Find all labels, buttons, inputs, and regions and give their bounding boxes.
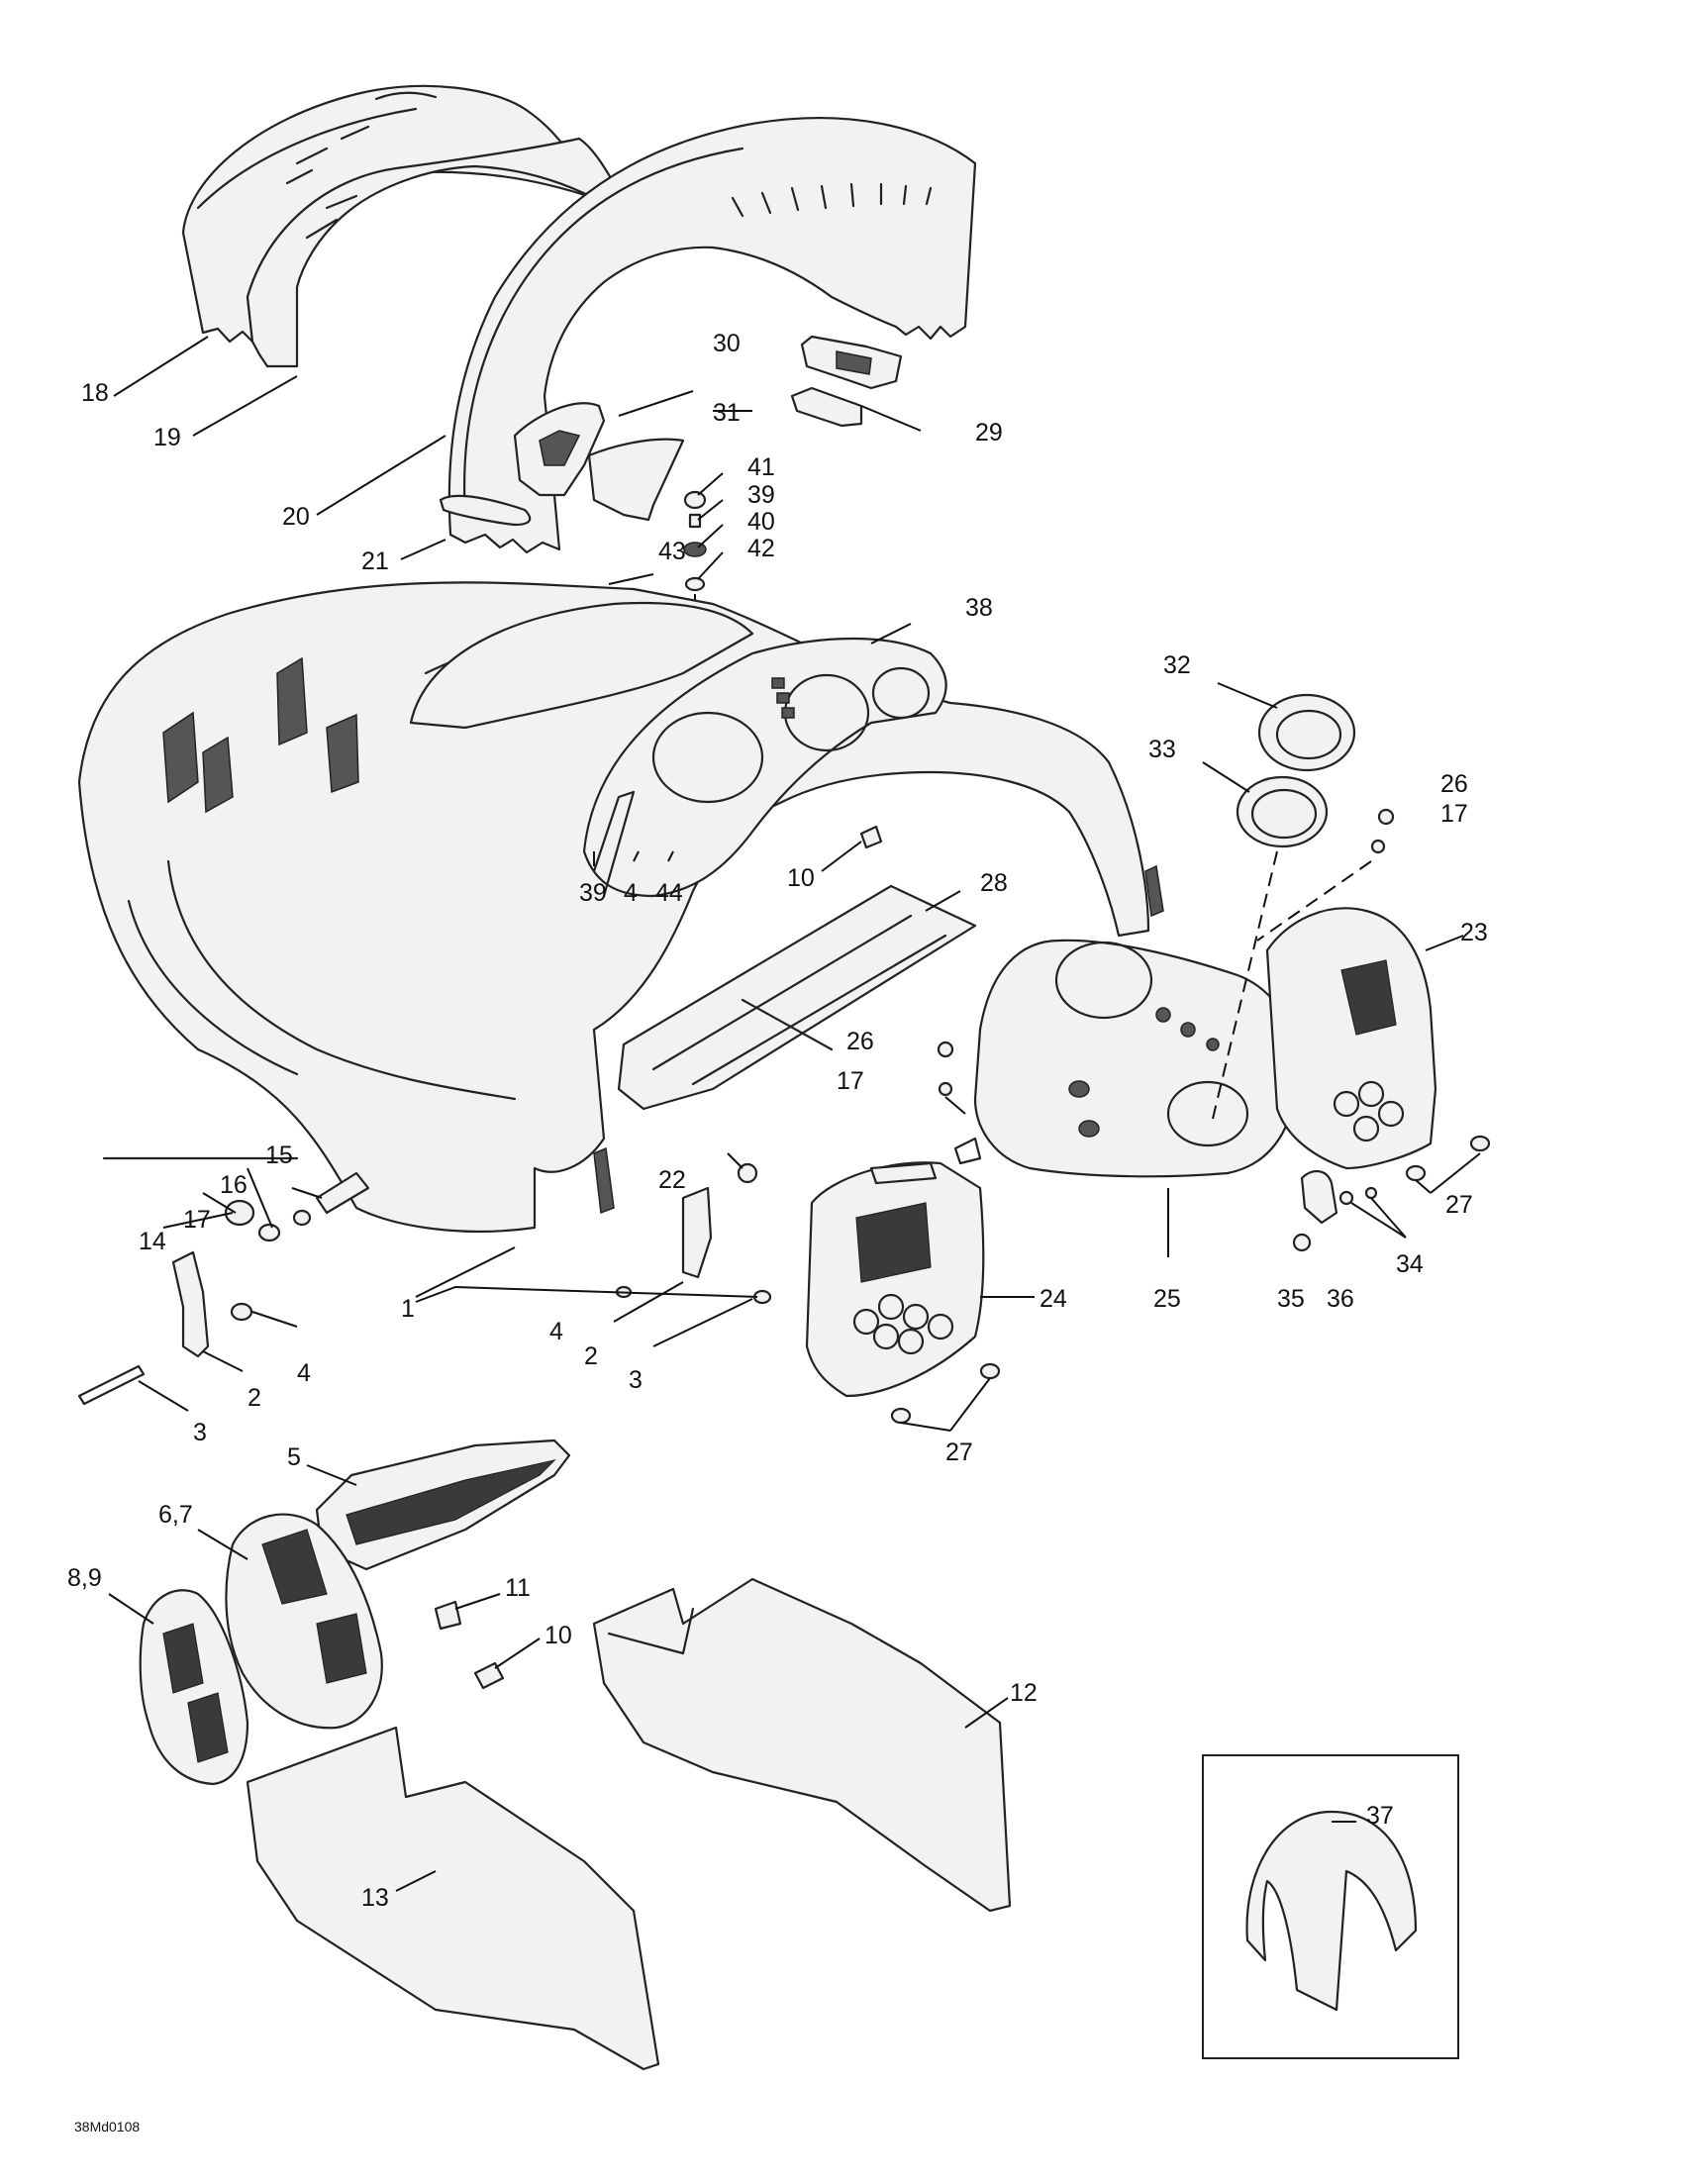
callout-41: 41 [747,453,775,481]
callout-33: 33 [1148,736,1176,763]
callout-5: 5 [287,1443,301,1471]
callout-2-left: 2 [248,1384,261,1412]
part-33-gasket [1236,775,1329,848]
part-1-hood [77,581,1164,1234]
callout-labels: 18 19 20 21 30 31 29 41 39 40 42 43 38 3… [67,330,1488,2134]
part-24-side-panel [805,1161,985,1398]
callout-4-hinge: 4 [297,1359,311,1387]
part-20-large-shell [447,117,977,554]
callout-36: 36 [1327,1285,1354,1313]
callout-38: 38 [965,594,993,622]
part-30-bracket [513,402,685,522]
part-5-grille [315,1439,571,1571]
part-34-36-bracket [1292,1170,1378,1252]
callout-3-centre: 3 [629,1366,643,1394]
part-27-plugs [890,1135,1491,1425]
part-37-inset [1202,1754,1459,2059]
callout-14: 14 [139,1228,166,1255]
callout-4-panel: 4 [624,879,638,907]
callout-21: 21 [361,547,389,575]
callout-13: 13 [361,1884,389,1912]
fasteners-26-17-centre [937,1041,966,1115]
callout-16: 16 [220,1171,248,1199]
callout-40: 40 [747,508,775,536]
part-38-instrument-panel [582,637,947,898]
part-13-pad [246,1726,660,2071]
callout-29: 29 [975,419,1003,447]
callout-39-bottom: 39 [579,879,607,907]
callout-12: 12 [1010,1679,1038,1707]
part-25-console [953,939,1299,1178]
callout-26-centre: 26 [846,1028,874,1055]
callout-17-left: 17 [183,1206,211,1234]
callout-37: 37 [1366,1802,1394,1830]
callout-27-centre: 27 [945,1439,973,1466]
callout-19: 19 [153,424,181,451]
callout-34: 34 [1396,1250,1424,1278]
reference-code: 38Md0108 [74,2119,140,2134]
callout-28: 28 [980,869,1008,897]
callout-24: 24 [1040,1285,1067,1313]
callout-11: 11 [505,1574,531,1602]
callout-35: 35 [1277,1285,1305,1313]
callout-26-right: 26 [1440,770,1468,798]
callout-31: 31 [713,399,741,427]
callout-18: 18 [81,379,109,407]
part-2-hinge-centre [615,1186,772,1305]
callout-22: 22 [658,1166,686,1194]
callout-10-upper: 10 [787,864,815,892]
part-29-bracket [800,335,903,390]
callout-1: 1 [401,1295,415,1323]
leader-lines [108,336,1481,1892]
part-28-tray [617,884,977,1111]
callout-39-top: 39 [747,481,775,509]
callout-23: 23 [1460,919,1488,946]
callout-4-centre: 4 [549,1318,563,1345]
part-21-handle [439,494,532,527]
callout-8-9: 8,9 [67,1564,102,1592]
fasteners-26-17-right [1256,808,1395,942]
part-12-pad [592,1577,1012,1913]
part-2-hinge-left [77,1171,370,1406]
callout-32: 32 [1163,651,1191,679]
callout-2-centre: 2 [584,1342,598,1370]
callout-15: 15 [265,1142,293,1169]
part-31-clip [790,386,863,428]
callout-20: 20 [282,503,310,531]
callout-17-right: 17 [1440,800,1468,828]
callout-25: 25 [1153,1285,1181,1313]
callout-42: 42 [747,535,775,562]
part-8-9-front-grille [139,1589,249,1786]
callout-3-left: 3 [193,1419,207,1446]
callout-43: 43 [658,538,686,565]
part-32-ring [1257,693,1356,772]
guide-line-33 [1212,850,1278,1120]
fastener-stack-39-42 [683,490,707,693]
part-23-side-panel [1265,907,1437,1170]
callout-27-right: 27 [1445,1191,1473,1219]
callout-10-lower: 10 [544,1622,572,1649]
part-11-clip [434,1600,462,1631]
part-10-screw-lower [473,1661,505,1690]
callout-17-centre: 17 [837,1067,864,1095]
part-22-screw [737,1162,758,1184]
callout-30: 30 [713,330,741,357]
callout-6-7: 6,7 [158,1501,193,1529]
callout-44: 44 [655,879,683,907]
part-10-screw-upper [859,825,883,849]
part-6-7-grille-shell [225,1513,383,1730]
part-43-cover [409,601,754,730]
